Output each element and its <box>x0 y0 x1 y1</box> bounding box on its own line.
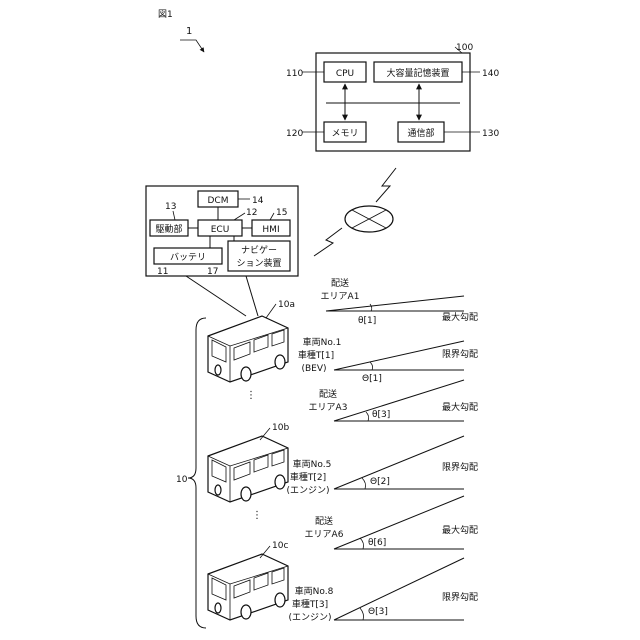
theta-1: θ[1] <box>358 316 376 326</box>
server-ref: 100 <box>456 43 473 53</box>
max-gradient-label-3: 最大勾配 <box>442 401 478 413</box>
drive-label: 駆動部 <box>155 223 182 235</box>
cpu-label: CPU <box>336 69 354 79</box>
gradient-row-area-a1: 配送 エリアA1 θ[1] 最大勾配 <box>321 277 478 326</box>
vehicle-type-8: 車種T[3] <box>292 598 328 610</box>
max-gradient-label-1: 最大勾配 <box>442 311 478 323</box>
drive-ref: 13 <box>165 202 176 212</box>
ellipsis-1: ⋮ <box>246 390 256 401</box>
area-a1-line2: エリアA1 <box>321 292 360 302</box>
server-wireless-bolt <box>376 168 396 202</box>
gradient-row-area-a3: 配送 エリアA3 θ[3] 最大勾配 <box>309 380 478 421</box>
battery-ref: 11 <box>157 267 168 277</box>
memory-ref: 120 <box>286 129 303 139</box>
area-a6-line1: 配送 <box>315 515 333 527</box>
vehicle-no-1: 車両No.1 <box>303 336 342 348</box>
gradient-row-vehicle-1: 車両No.1 車種T[1] (BEV) Θ[1] 限界勾配 <box>298 336 478 384</box>
comm-ref: 130 <box>482 129 499 139</box>
gradient-row-vehicle-8: 車両No.8 車種T[3] (エンジン) Θ[3] 限界勾配 <box>288 558 478 623</box>
area-a3-line1: 配送 <box>319 388 337 400</box>
network-icon <box>345 206 393 232</box>
limit-gradient-label-3: 限界勾配 <box>442 591 478 603</box>
vehicle-power-8: (エンジン) <box>288 613 331 623</box>
system-ref: 1 <box>186 26 192 37</box>
vehicle-power-1: (BEV) <box>301 364 326 374</box>
vehicle-10b <box>208 436 288 502</box>
memory-label: メモリ <box>331 129 358 139</box>
vehicle-ref-10c: 10c <box>272 541 288 551</box>
max-slope-a3 <box>334 380 464 421</box>
ecu-ref: 12 <box>246 208 257 218</box>
gradient-row-vehicle-5: 車両No.5 車種T[2] (エンジン) Θ[2] 限界勾配 <box>286 436 478 496</box>
vehicle-10c <box>208 554 288 620</box>
hmi-ref: 15 <box>276 208 287 218</box>
callout-line-left <box>186 276 246 316</box>
theta-6: θ[6] <box>368 538 386 548</box>
vehicle-type-5: 車種T[2] <box>290 471 326 483</box>
battery-label: バッテリ <box>170 252 206 263</box>
nav-ref: 17 <box>207 267 218 277</box>
gradient-row-area-a6: 配送 エリアA6 θ[6] 最大勾配 <box>305 496 478 549</box>
vehicle-system: DCM 14 ECU 12 HMI 15 駆動部 13 バッテリ 11 ナビゲー… <box>146 186 298 277</box>
figure-label: 図1 <box>158 9 173 20</box>
area-a1-line1: 配送 <box>331 277 349 289</box>
comm-label: 通信部 <box>407 127 434 139</box>
storage-ref: 140 <box>482 69 499 79</box>
system-ref-arrow <box>180 40 204 52</box>
vehicle-10a <box>208 316 288 382</box>
vehicle-ref-10b: 10b <box>272 423 289 433</box>
big-theta-3: Θ[3] <box>368 607 388 617</box>
fleet-brace <box>188 318 206 628</box>
fleet-ref: 10 <box>176 475 188 485</box>
ecu-label: ECU <box>211 225 230 235</box>
hmi-label: HMI <box>262 225 279 235</box>
big-theta-1: Θ[1] <box>362 374 382 384</box>
vehicle-power-5: (エンジン) <box>286 486 329 496</box>
limit-slope-3 <box>334 558 464 620</box>
vehicle-wireless-bolt <box>314 228 342 256</box>
max-gradient-label-6: 最大勾配 <box>442 524 478 536</box>
vehicle-type-1: 車種T[1] <box>298 349 334 361</box>
limit-gradient-label-1: 限界勾配 <box>442 348 478 360</box>
storage-label: 大容量記憶装置 <box>386 67 449 79</box>
dcm-label: DCM <box>208 196 229 206</box>
vehicle-no-5: 車両No.5 <box>293 458 332 470</box>
vehicle-no-8: 車両No.8 <box>295 585 334 597</box>
nav-label-1: ナビゲー <box>241 244 277 256</box>
area-a3-line2: エリアA3 <box>309 403 348 413</box>
big-theta-2: Θ[2] <box>370 477 390 487</box>
nav-label-2: ション装置 <box>236 257 281 269</box>
cpu-ref: 110 <box>286 69 303 79</box>
theta-3: θ[3] <box>372 410 390 420</box>
area-a6-line2: エリアA6 <box>305 530 344 540</box>
limit-gradient-label-2: 限界勾配 <box>442 461 478 473</box>
server: 100 CPU 110 大容量記憶装置 140 メモリ 120 通信部 130 <box>286 43 499 151</box>
max-slope-a6 <box>334 496 464 549</box>
callout-line-right <box>246 276 258 316</box>
ellipsis-2: ⋮ <box>252 510 262 521</box>
dcm-ref: 14 <box>252 196 264 206</box>
vehicle-ref-10a: 10a <box>278 300 295 310</box>
